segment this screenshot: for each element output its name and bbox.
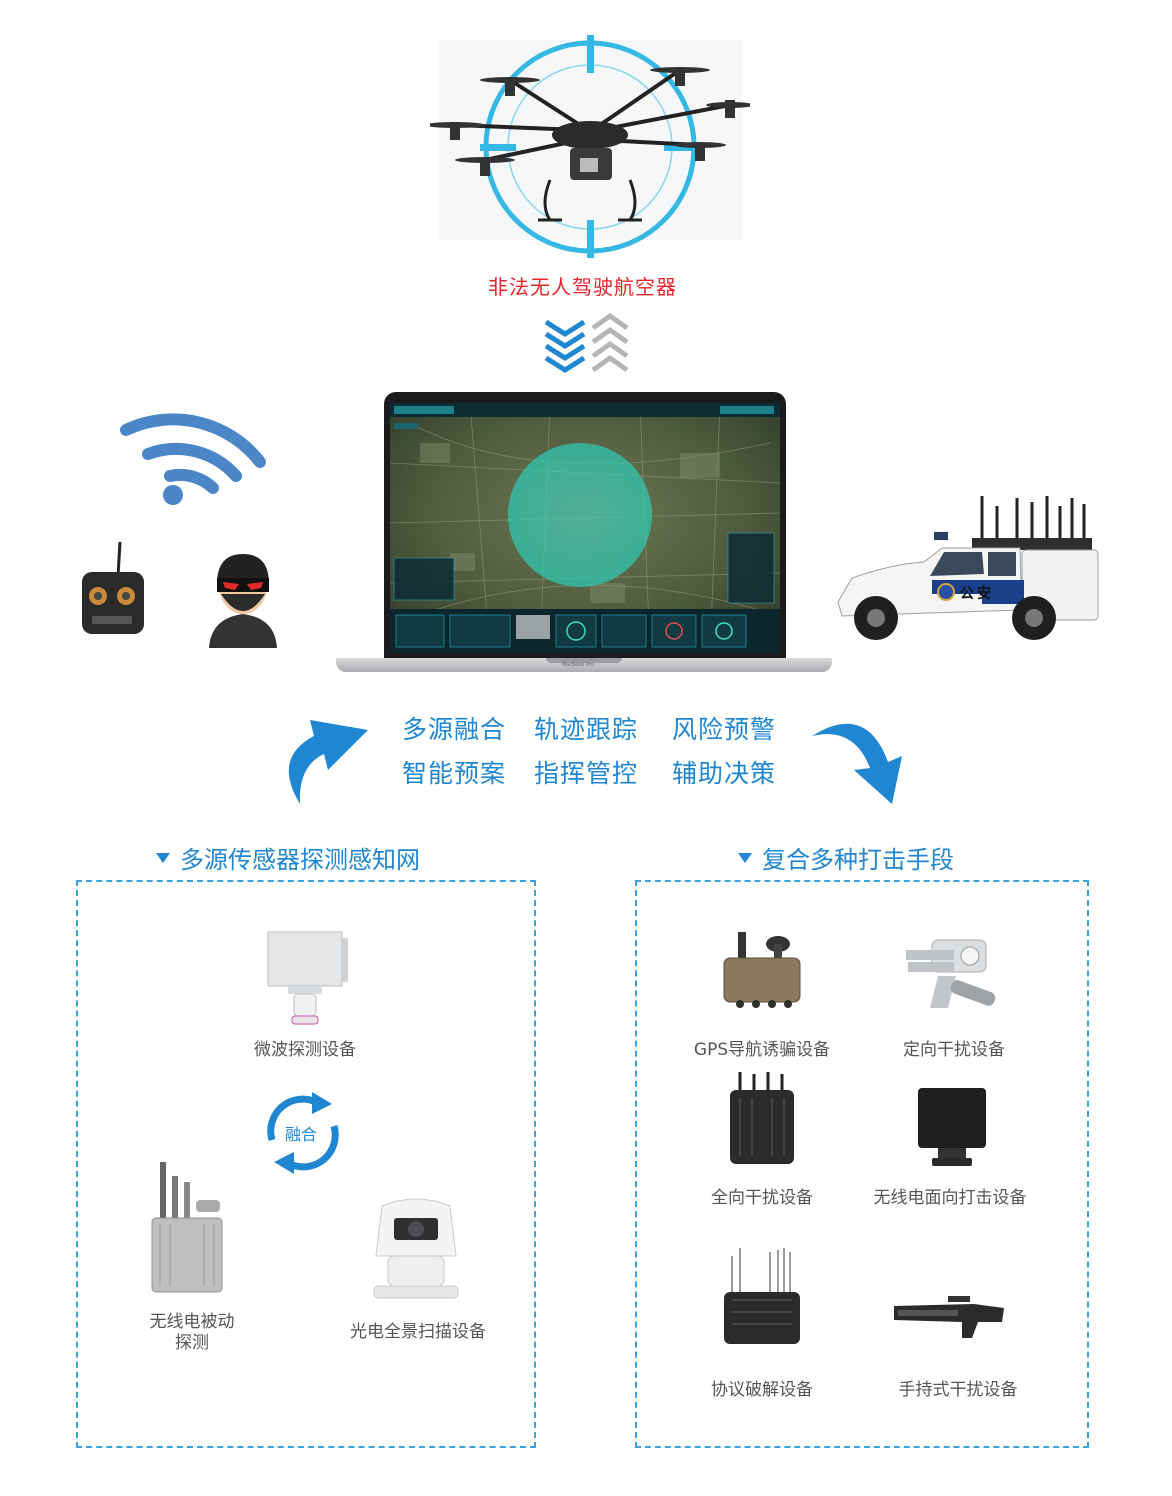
device-label-radio-passive-line2: 探测 (175, 1333, 209, 1353)
feature-item: 指挥管控 (534, 759, 639, 788)
fusion-cycle-icon (262, 1090, 344, 1180)
device-label-gps-spoofing: GPS导航诱骗设备 (693, 1040, 831, 1060)
feature-item: 轨迹跟踪 (534, 715, 639, 744)
device-label-radio-passive-line1: 无线电被动 (149, 1312, 235, 1332)
downlink-chevrons-icon (542, 318, 588, 386)
radio-passive-detector-device (146, 1160, 236, 1304)
protocol-cracking-device (720, 1246, 806, 1354)
right-section-title: 复合多种打击手段 (738, 840, 954, 875)
feature-item: 智能预案 (402, 759, 507, 788)
hacker-icon (205, 548, 281, 652)
countermeasure-box (635, 880, 1089, 1448)
device-label-optoelectronic: 光电全景扫描设备 (350, 1322, 486, 1342)
device-label-microwave: 微波探测设备 (254, 1040, 356, 1060)
drone-illustration (425, 30, 754, 260)
uplink-chevrons-icon (590, 312, 630, 382)
directional-jammer-device (904, 936, 996, 1020)
device-label-radio-area-strike: 无线电面向打击设备 (873, 1188, 1027, 1208)
laptop-brand: MacBook Pro (562, 662, 595, 668)
microwave-radar-device (262, 928, 352, 1032)
left-section-title-text: 多源传感器探测感知网 (180, 846, 420, 874)
curved-arrow-down-icon (806, 706, 910, 810)
police-vehicle (832, 492, 1104, 646)
sensor-network-box (76, 880, 536, 1448)
handheld-jammer-device (892, 1294, 1006, 1344)
device-label-omnidirectional-jammer: 全向干扰设备 (711, 1188, 813, 1208)
laptop-base (336, 658, 832, 672)
remote-controller-icon (78, 540, 148, 644)
gps-spoofing-device (720, 930, 804, 1014)
police-door-text: 公安 (960, 586, 994, 602)
device-label-handheld-jammer: 手持式干扰设备 (898, 1380, 1018, 1400)
wifi-icon (118, 400, 268, 516)
left-section-title: 多源传感器探测感知网 (156, 840, 420, 875)
triangle-down-icon (738, 852, 752, 863)
radio-area-strike-device (914, 1086, 990, 1174)
triangle-down-icon (156, 852, 170, 863)
right-section-title-text: 复合多种打击手段 (762, 846, 954, 874)
feature-item: 多源融合 (402, 715, 507, 744)
device-label-radio-passive: 无线电被动 探测 (130, 1312, 254, 1354)
device-label-directional-jammer: 定向干扰设备 (903, 1040, 1005, 1060)
device-label-protocol-cracking: 协议破解设备 (711, 1380, 813, 1400)
feature-item: 辅助决策 (672, 759, 777, 788)
fusion-label: 融合 (285, 1125, 318, 1144)
laptop-notch (546, 658, 622, 663)
drone-caption: 非法无人驾驶航空器 (488, 275, 677, 299)
optoelectronic-scanner-device (368, 1196, 464, 1308)
feature-item: 风险预警 (672, 715, 777, 744)
curved-arrow-up-icon (270, 708, 374, 812)
omnidirectional-jammer-device (726, 1070, 800, 1174)
laptop-screen-display (390, 403, 780, 653)
